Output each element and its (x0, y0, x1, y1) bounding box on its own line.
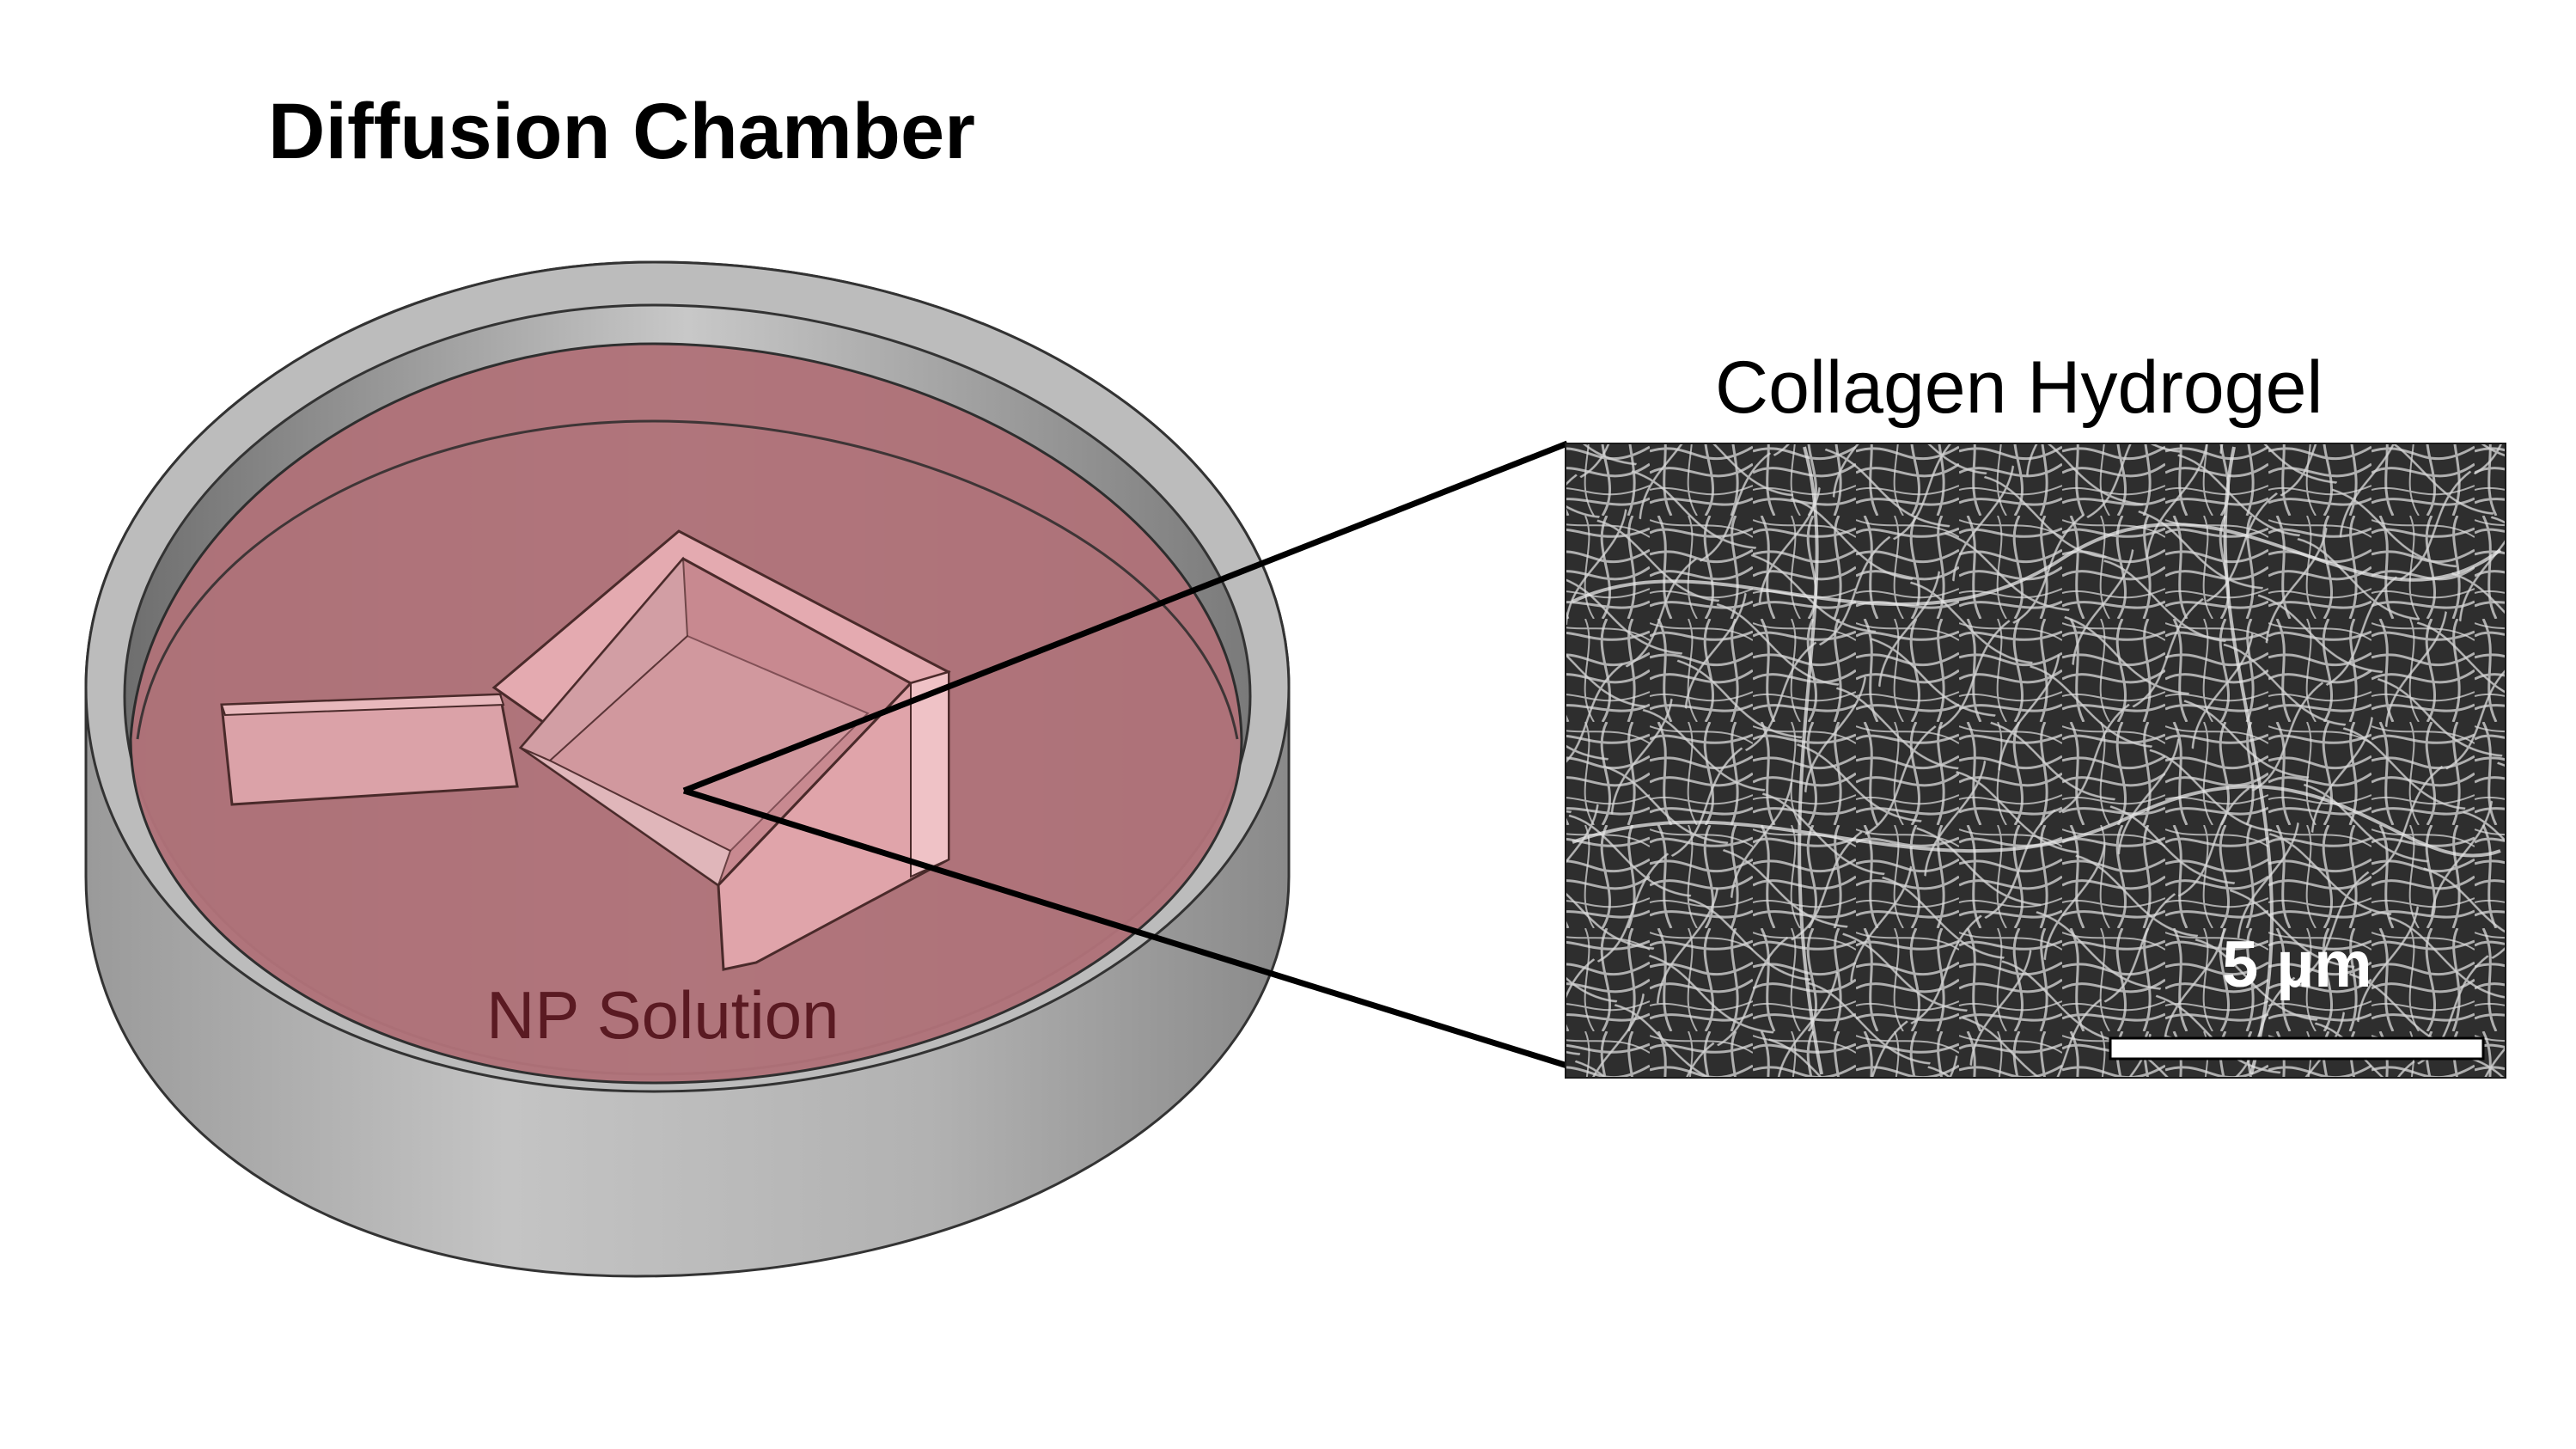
gel-insert-icon (220, 529, 951, 971)
sem-frame (1565, 443, 2506, 1079)
inset-title: Collagen Hydrogel (1715, 346, 2323, 429)
sem-micrograph-icon (1566, 443, 2506, 1078)
np-solution-label: NP Solution (486, 977, 839, 1053)
zoom-callout-lines (682, 440, 1569, 1069)
scale-bar-label: 5 µm (2222, 928, 2372, 1001)
scale-bar (2109, 1036, 2485, 1061)
figure-title: Diffusion Chamber (268, 88, 975, 175)
